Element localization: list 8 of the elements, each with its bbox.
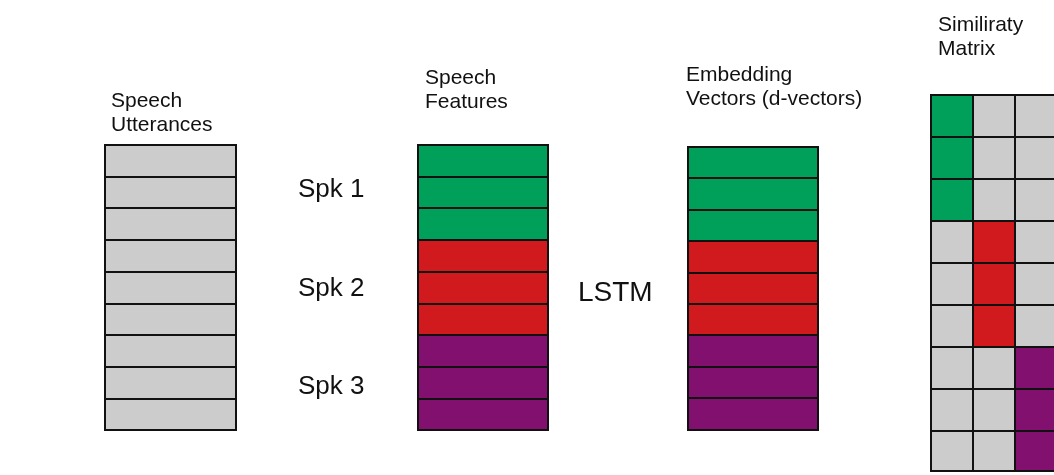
column-heading: Embedding Vectors (d-vectors) — [686, 62, 864, 110]
column-heading: Speech Utterances — [111, 88, 214, 136]
column-heading: Similiraty Matrix — [938, 12, 1025, 60]
model-label: LSTM — [578, 276, 653, 308]
speaker-label: Spk 3 — [298, 370, 365, 401]
speaker-label: Spk 2 — [298, 272, 365, 303]
column-heading: Speech Features — [425, 65, 509, 113]
speaker-label: Spk 1 — [298, 173, 365, 204]
